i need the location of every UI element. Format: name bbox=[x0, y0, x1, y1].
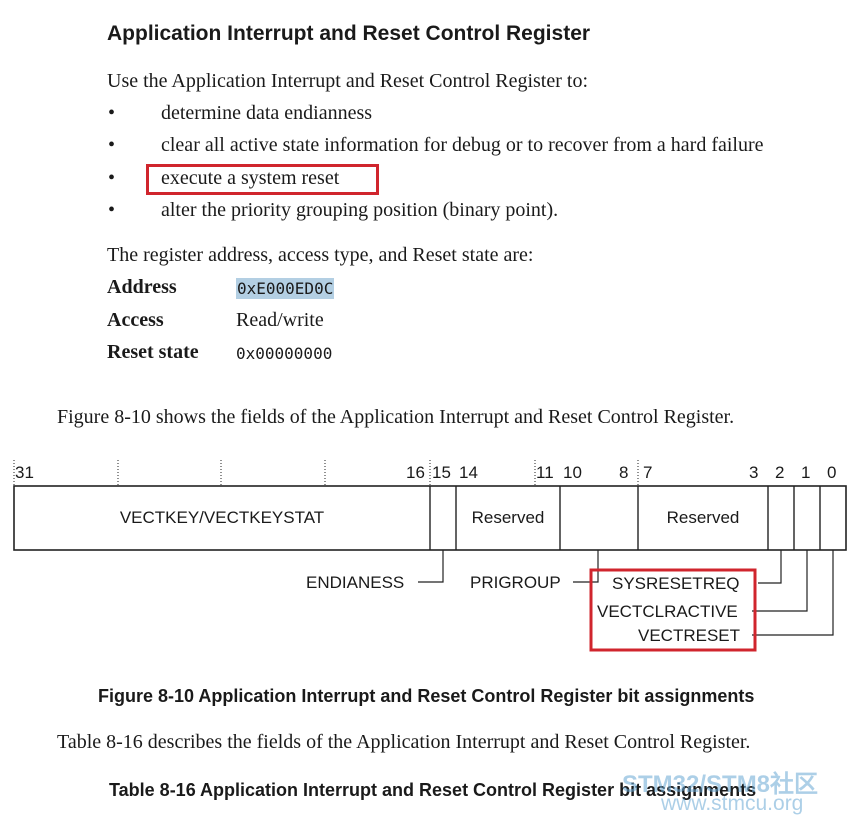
field-reserved: Reserved bbox=[471, 508, 545, 527]
register-intro: The register address, access type, and R… bbox=[107, 244, 534, 266]
field-prigroup: PRIGROUP bbox=[470, 573, 561, 592]
bullet-marker: • bbox=[108, 199, 116, 221]
highlight-box bbox=[146, 164, 379, 195]
watermark-title: STM32/STM8社区 bbox=[622, 771, 819, 798]
field-endianess: ENDIANESS bbox=[306, 573, 405, 592]
bit-number: 14 bbox=[459, 463, 478, 482]
bit-number: 2 bbox=[775, 463, 785, 482]
bit-number: 3 bbox=[749, 463, 759, 482]
bit-number: 8 bbox=[619, 463, 629, 482]
figure-intro: Figure 8-10 shows the fields of the Appl… bbox=[57, 406, 735, 428]
highlight-box bbox=[589, 568, 757, 652]
bit-number: 15 bbox=[432, 463, 451, 482]
figure-caption: Figure 8-10 Application Interrupt and Re… bbox=[98, 686, 755, 706]
bullet-marker: • bbox=[108, 134, 116, 156]
bit-number: 16 bbox=[406, 463, 425, 482]
bullet-item: alter the priority grouping position (bi… bbox=[161, 199, 559, 221]
field-vectkey: VECTKEY/VECTKEYSTAT bbox=[119, 508, 325, 527]
bullet-marker: • bbox=[108, 167, 116, 189]
field-vectreset: VECTRESET bbox=[638, 626, 741, 645]
table-intro: Table 8-16 describes the fields of the A… bbox=[57, 731, 751, 753]
bit-number: 31 bbox=[15, 463, 34, 482]
access-label: Access bbox=[107, 309, 164, 331]
table-caption: Table 8-16 Application Interrupt and Res… bbox=[109, 780, 757, 800]
intro-text: Use the Application Interrupt and Reset … bbox=[107, 70, 589, 92]
address-label: Address bbox=[107, 276, 177, 298]
bit-number: 0 bbox=[827, 463, 837, 482]
bullet-marker: • bbox=[108, 102, 116, 124]
reset-state-label: Reset state bbox=[107, 341, 199, 363]
field-vectclractive: VECTCLRACTIVE bbox=[597, 602, 738, 621]
field-sysresetreq: SYSRESETREQ bbox=[612, 574, 740, 593]
watermark-url: www.stmcu.org bbox=[661, 792, 804, 815]
bullet-item: clear all active state information for d… bbox=[161, 134, 764, 156]
address-value: 0xE000ED0C bbox=[236, 278, 335, 299]
access-value: Read/write bbox=[236, 309, 324, 331]
bullet-item-highlighted: execute a system reset bbox=[161, 167, 340, 189]
reset-state-value: 0x00000000 bbox=[236, 344, 333, 363]
bullet-item: determine data endianness bbox=[161, 102, 373, 124]
bit-number: 10 bbox=[563, 463, 582, 482]
bit-number: 1 bbox=[801, 463, 811, 482]
field-reserved: Reserved bbox=[666, 508, 740, 527]
bit-number: 7 bbox=[643, 463, 653, 482]
section-heading: Application Interrupt and Reset Control … bbox=[107, 22, 591, 45]
bit-number: 11 bbox=[536, 463, 554, 482]
